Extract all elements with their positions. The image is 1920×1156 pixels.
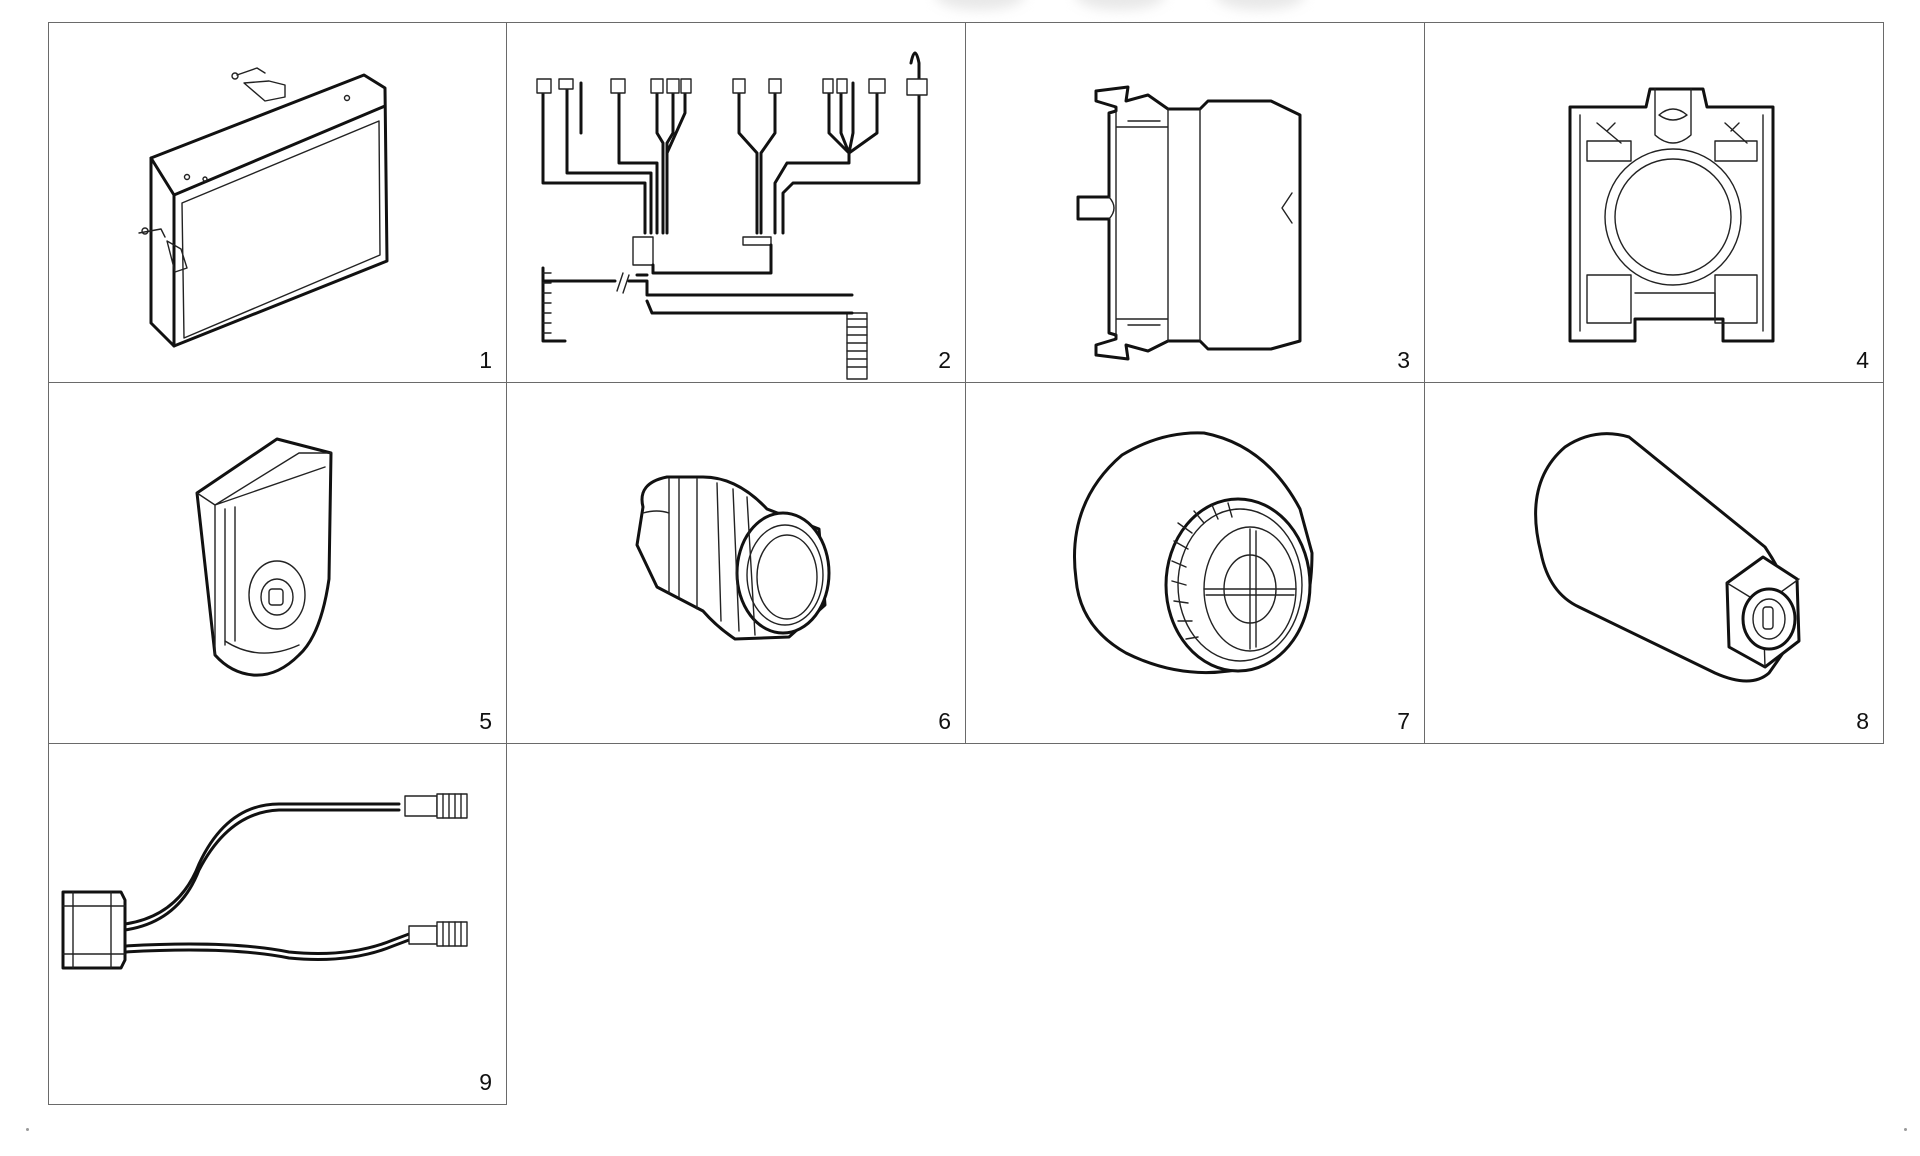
part-cell: 1 [48, 22, 507, 383]
control-box-icon [138, 67, 389, 348]
wiring-harness-icon [536, 51, 928, 380]
part-cell: 8 [1425, 383, 1884, 744]
part-number: 3 [1397, 347, 1410, 373]
part-number: 2 [938, 347, 951, 373]
indicator-lamp-icon [635, 475, 831, 641]
part-number: 4 [1856, 347, 1869, 373]
buzzer-icon [1072, 431, 1314, 675]
part-number: 5 [479, 708, 492, 734]
part-cell: 2 [507, 22, 966, 383]
part-number: 1 [479, 347, 492, 373]
mounting-bracket-icon [1568, 87, 1775, 343]
key-tag-icon [195, 437, 333, 677]
part-cell: 9 [48, 744, 507, 1105]
y-cable-icon [61, 793, 468, 970]
top-edge-shadow [935, 0, 1025, 10]
parts-grid: 1 [48, 22, 1884, 1105]
part-number: 7 [1397, 708, 1410, 734]
part-cell: 7 [966, 383, 1425, 744]
edge-mark [26, 1128, 29, 1131]
top-edge-shadow [1215, 0, 1305, 10]
part-number: 8 [1856, 708, 1869, 734]
part-number: 9 [479, 1069, 492, 1095]
part-cell: 4 [1425, 22, 1884, 383]
part-cell: 5 [48, 383, 507, 744]
key-switch-icon [1534, 432, 1801, 683]
edge-mark [1904, 1128, 1907, 1131]
part-number: 6 [938, 708, 951, 734]
contact-block-icon [1076, 85, 1302, 361]
top-edge-shadow [1075, 0, 1165, 10]
part-cell: 6 [507, 383, 966, 744]
part-cell: 3 [966, 22, 1425, 383]
